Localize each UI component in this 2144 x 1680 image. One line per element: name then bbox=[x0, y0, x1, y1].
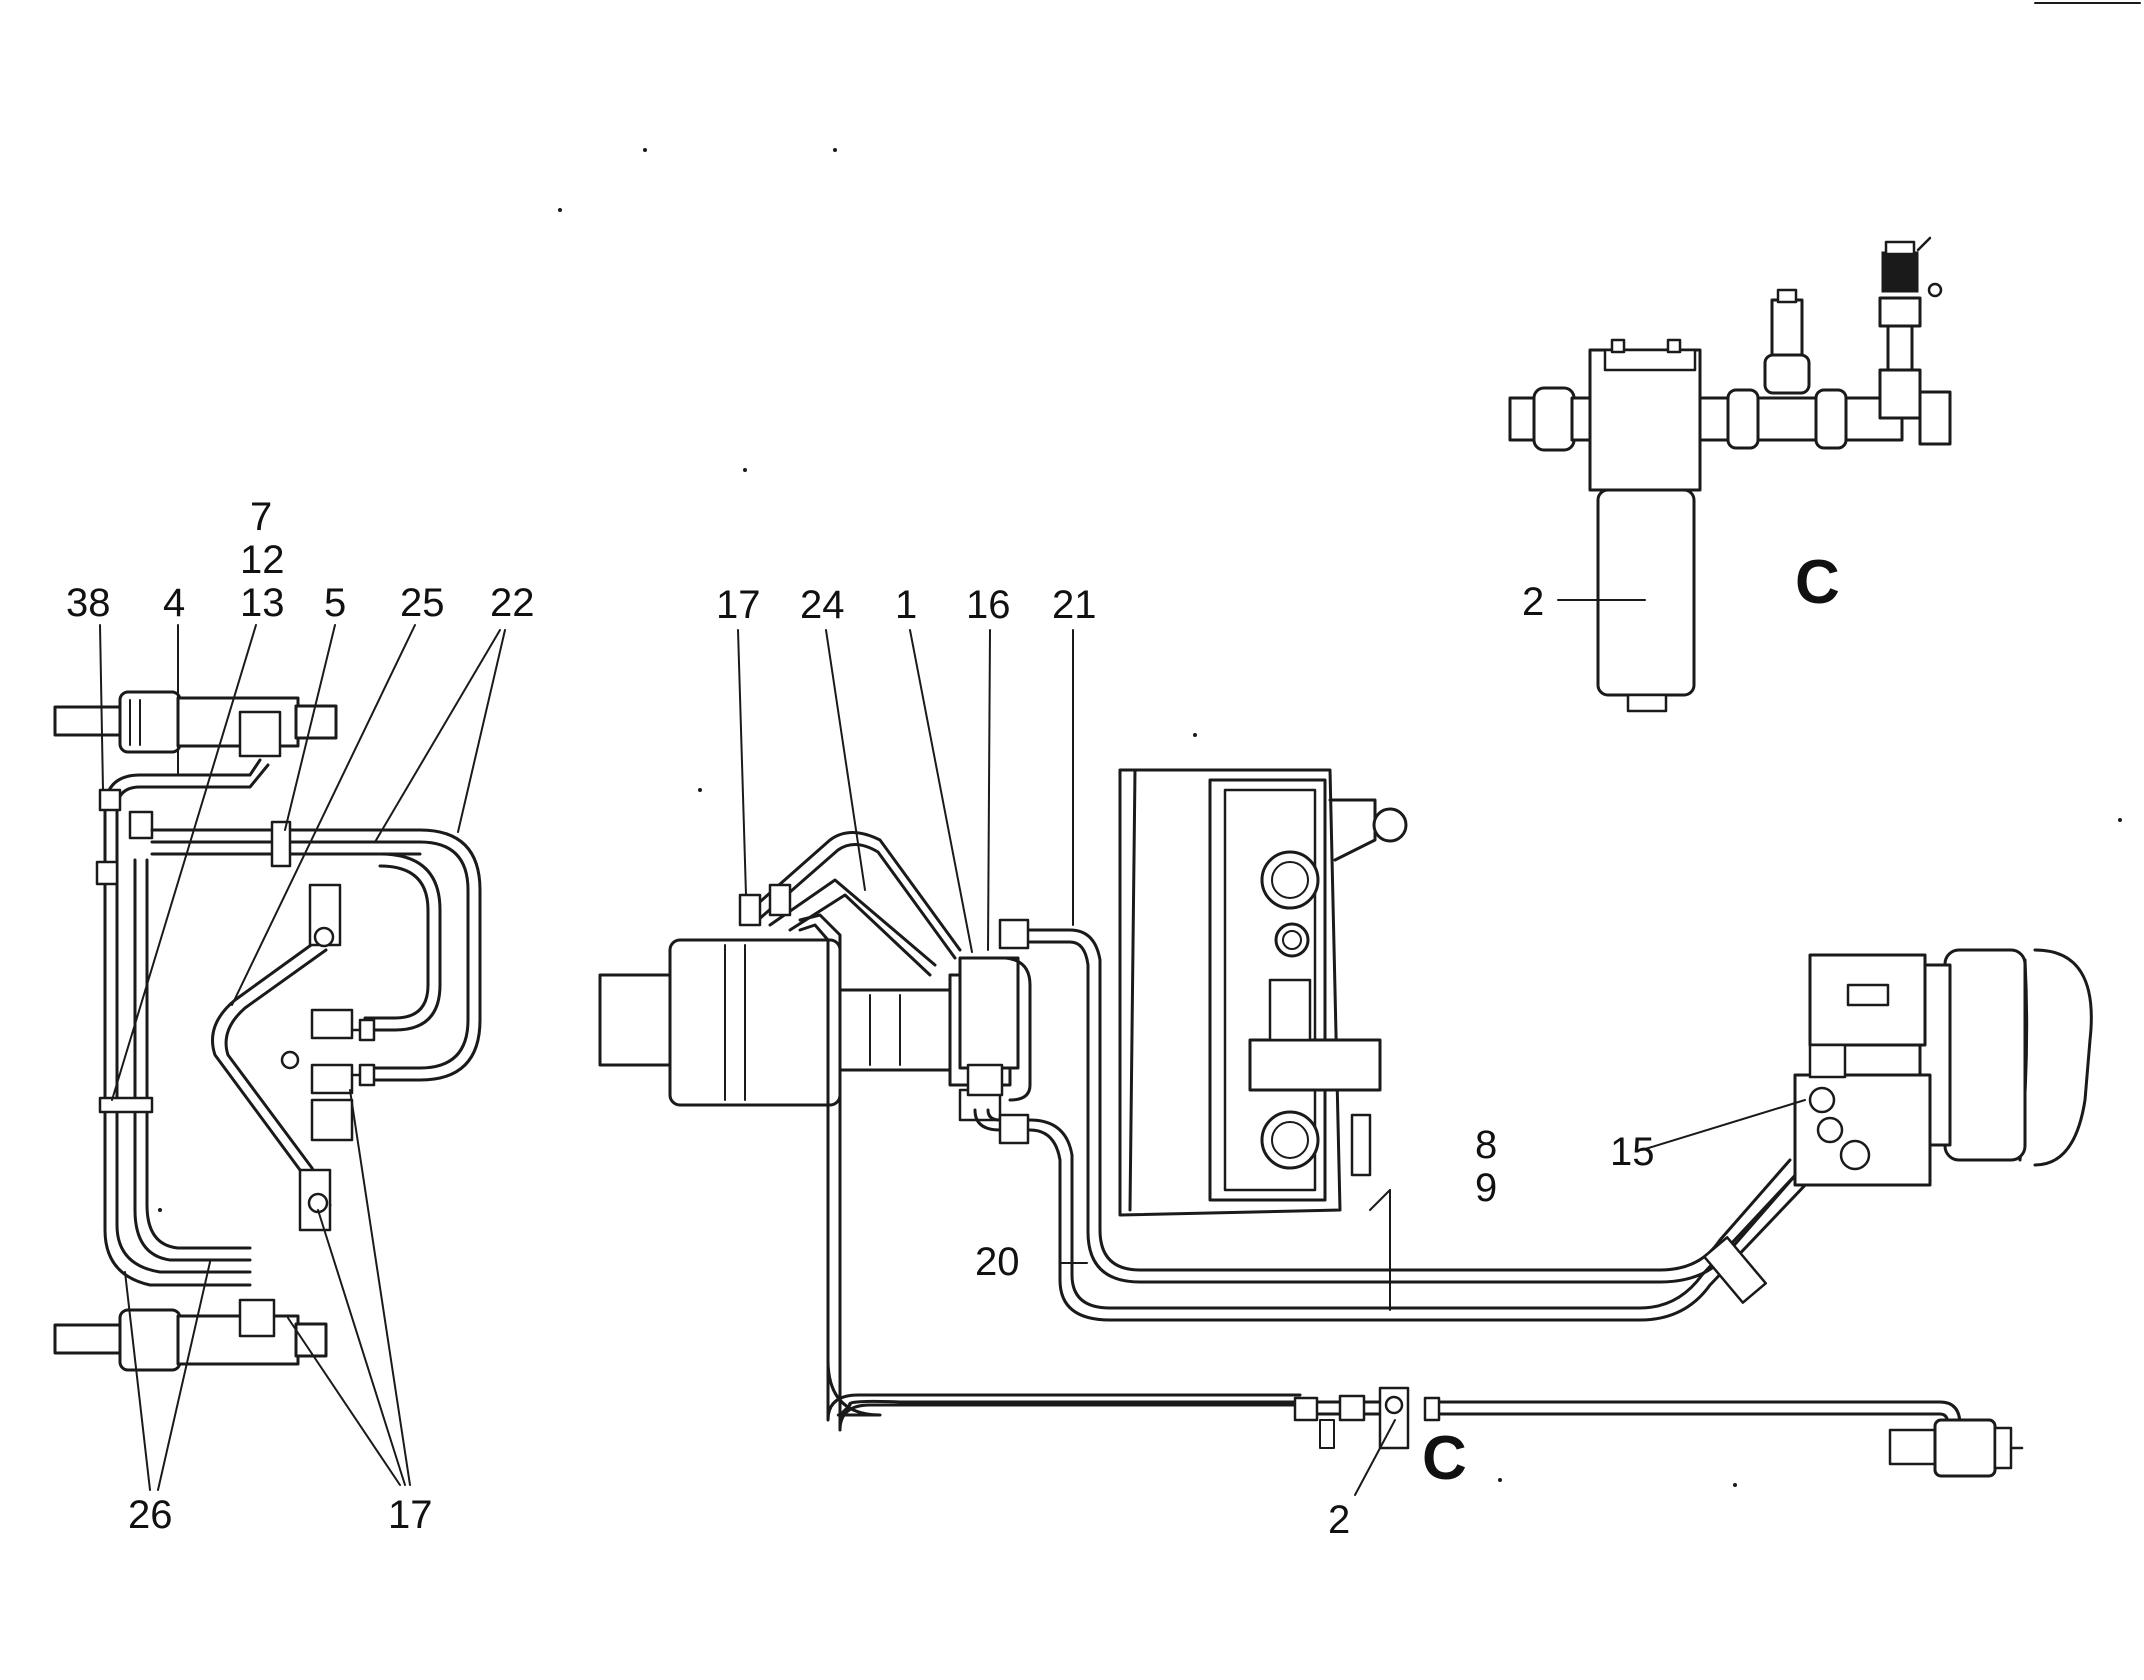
callout-15: 15 bbox=[1610, 1130, 1655, 1174]
callout-12: 12 bbox=[240, 538, 285, 582]
callout-4: 4 bbox=[163, 581, 186, 625]
leader-lines-center bbox=[737, 629, 1391, 1311]
callout-20: 20 bbox=[975, 1240, 1020, 1284]
callout-2-bottom: 2 bbox=[1328, 1498, 1351, 1542]
callout-13: 13 bbox=[240, 581, 285, 625]
callout-7: 7 bbox=[250, 495, 273, 539]
callout-16: 16 bbox=[966, 583, 1011, 627]
callout-21: 21 bbox=[1052, 583, 1097, 627]
left-vertical-pipes bbox=[95, 758, 270, 1287]
callout-25: 25 bbox=[400, 581, 445, 625]
callout-9: 9 bbox=[1475, 1166, 1498, 1210]
central-valve-block bbox=[280, 1008, 376, 1142]
section-letter-c-filter: C bbox=[1422, 1424, 1467, 1493]
horizontal-lines-22 bbox=[150, 820, 482, 1082]
callout-24: 24 bbox=[800, 583, 845, 627]
callout-17-top: 17 bbox=[716, 583, 761, 627]
detail-c-filter bbox=[1508, 236, 1952, 713]
callout-22: 22 bbox=[490, 581, 535, 625]
diagonal-pipe-25 bbox=[211, 883, 342, 1232]
lower-cylinder bbox=[53, 1298, 328, 1372]
return-line-to-filter bbox=[826, 1106, 2024, 1496]
callout-38: 38 bbox=[66, 581, 111, 625]
section-letter-c-detail: C bbox=[1795, 548, 1840, 617]
left-steering-assembly bbox=[53, 690, 482, 1372]
callout-8: 8 bbox=[1475, 1123, 1498, 1167]
callout-1: 1 bbox=[895, 583, 918, 627]
pump-assembly bbox=[598, 831, 1812, 1432]
upper-cylinder bbox=[53, 690, 338, 758]
callout-26: 26 bbox=[128, 1493, 173, 1537]
tank-frame bbox=[1118, 768, 1408, 1217]
drive-motor-assembly bbox=[1641, 948, 2093, 1304]
scan-specks bbox=[158, 2, 2141, 1487]
leader-lines-left bbox=[99, 624, 506, 1491]
callout-17-bottom: 17 bbox=[388, 1493, 433, 1537]
callout-5: 5 bbox=[324, 581, 347, 625]
callout-2-detail: 2 bbox=[1522, 580, 1545, 624]
